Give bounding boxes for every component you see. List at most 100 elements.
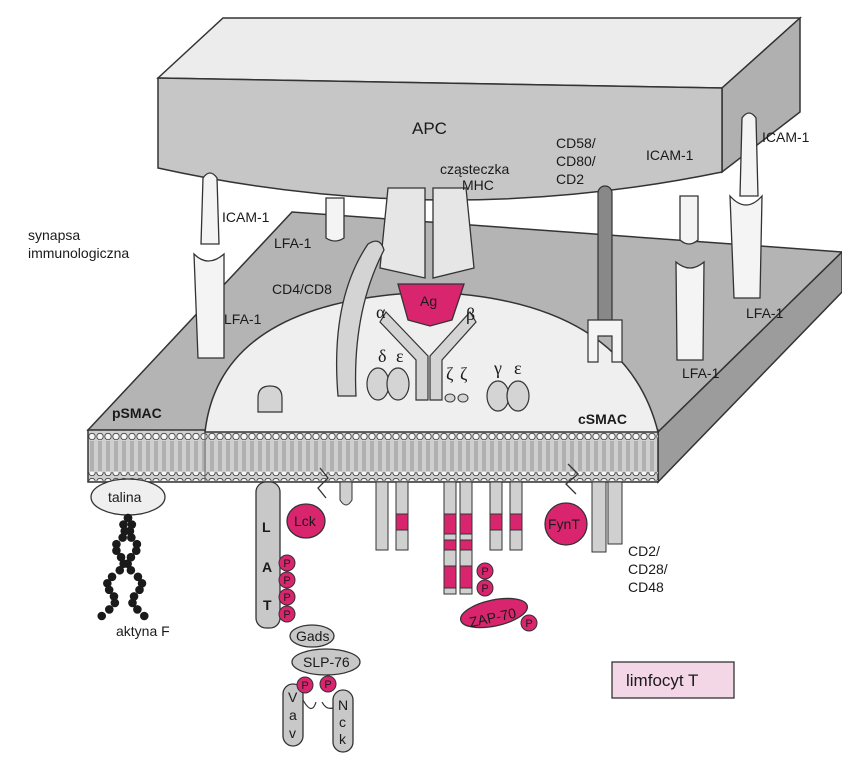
phospho-circle xyxy=(296,676,314,694)
actin-bead xyxy=(126,565,136,575)
cd58-rod xyxy=(597,185,613,337)
cd4-cd8-coreceptor xyxy=(335,240,385,397)
fynt-label: FynT xyxy=(548,516,580,532)
actin-bead xyxy=(107,572,117,582)
vav-letter-v1: V xyxy=(288,689,298,705)
mhc-molecule xyxy=(379,187,475,279)
beta-label: β xyxy=(466,304,475,324)
talina-label: talina xyxy=(108,489,142,505)
phospho-letter: P xyxy=(283,592,290,604)
actin-bead xyxy=(127,520,137,529)
phospho-circle xyxy=(520,614,538,632)
lck-label: Lck xyxy=(294,513,317,529)
actin-bead xyxy=(133,572,143,582)
apc-cell xyxy=(156,16,802,201)
phospho-circle xyxy=(278,571,296,589)
actin-bead xyxy=(127,533,136,542)
apc-label: APC xyxy=(412,119,447,138)
bilayer-lower-heads xyxy=(88,472,658,481)
tcr-beta-chain xyxy=(429,310,477,401)
psmac-small-molecule xyxy=(257,385,283,413)
adhesion-pair-right1 xyxy=(675,195,705,361)
phospho-group: P xyxy=(278,605,296,623)
phospho-group: P xyxy=(278,554,296,572)
actin-bead xyxy=(129,592,139,601)
actin-bead xyxy=(135,585,144,595)
actin-bead xyxy=(104,605,114,614)
csmac-label: cSMAC xyxy=(578,411,627,427)
cd58-label-line2: CD80/ xyxy=(556,153,596,169)
mhc-alpha1 xyxy=(379,187,426,279)
zeta2-label: ζ xyxy=(460,364,468,384)
lat-adaptor xyxy=(255,481,281,629)
actin-bead xyxy=(128,598,137,608)
fynt-kinase xyxy=(544,502,588,546)
lfa1-right-top-label: LFA-1 xyxy=(746,305,784,321)
actin-bead xyxy=(120,526,130,536)
limfocyt-label: limfocyt T xyxy=(626,671,698,690)
synapse-label-line2: immunologiczna xyxy=(28,245,129,261)
phospho-circle xyxy=(278,605,296,623)
actin-bead xyxy=(133,605,142,614)
icam1-left-label: ICAM-1 xyxy=(222,209,270,225)
tcr-alpha-chain xyxy=(379,311,429,401)
icam1-right-label: ICAM-1 xyxy=(762,129,810,145)
lat-letter-a: A xyxy=(262,559,272,575)
phospho-letter: P xyxy=(283,609,290,621)
phospho-group: P xyxy=(476,579,494,597)
cd4-cd8-label: CD4/CD8 xyxy=(272,281,332,297)
lfa1-left-molecule xyxy=(193,252,225,359)
phospho-group: P xyxy=(296,676,314,694)
cd2-cd28-label-line3: CD48 xyxy=(628,579,664,595)
apc-top-face xyxy=(156,17,802,89)
actin-bead xyxy=(109,592,119,601)
zap70-kinase xyxy=(459,597,529,629)
antigen-label: Ag xyxy=(420,293,437,309)
zeta1-label: ζ xyxy=(446,364,454,384)
gads-label: Gads xyxy=(296,628,329,644)
phospho-circle xyxy=(476,579,494,597)
phospho-letter: P xyxy=(283,575,290,587)
actin-bead xyxy=(139,611,149,621)
actin-bead xyxy=(115,565,125,575)
lat-letter-l: L xyxy=(262,519,271,535)
actin-bead xyxy=(132,539,142,549)
nck-protein xyxy=(332,689,354,753)
cd3-tails xyxy=(339,481,623,595)
phospho-group: P xyxy=(278,588,296,606)
cd58-cd2-complex xyxy=(587,185,623,363)
limfocyt-box xyxy=(611,661,735,699)
phospho-group: P xyxy=(319,675,337,693)
apc-front-face xyxy=(157,77,723,201)
phospho-circle xyxy=(278,588,296,606)
cd58-label-line3: CD2 xyxy=(556,171,584,187)
lfa1-right2-molecule xyxy=(729,194,763,299)
adhesion-pair-left xyxy=(193,172,225,359)
actin-bead xyxy=(104,585,114,595)
actin-bead xyxy=(103,579,112,588)
lfa1-left-label: LFA-1 xyxy=(224,311,262,327)
cd3-epsilon2-domain xyxy=(506,380,530,412)
synapse-label-line1: synapsa xyxy=(28,227,80,243)
psmac-label: pSMAC xyxy=(112,405,162,421)
lat-letter-t: T xyxy=(263,597,272,613)
phospho-circle xyxy=(476,562,494,580)
actin-bead xyxy=(131,546,141,555)
lfa1-right1-molecule xyxy=(675,260,705,361)
actin-bead xyxy=(123,559,132,569)
nck-letter-k: k xyxy=(339,731,347,747)
actin-bead xyxy=(118,533,127,542)
phospho-group: P xyxy=(476,562,494,580)
actin-bead xyxy=(116,552,126,562)
actin-bead xyxy=(119,520,128,529)
actin-bead xyxy=(110,598,120,608)
slp76-label: SLP-76 xyxy=(303,654,350,670)
icam1-right1-molecule xyxy=(679,195,699,245)
cd2-cd28-label-line2: CD28/ xyxy=(628,561,668,577)
cd2-receptor xyxy=(587,319,623,363)
phospho-circle xyxy=(278,554,296,572)
nck-letter-c: c xyxy=(339,714,346,730)
aktyna-label: aktyna F xyxy=(116,623,170,639)
